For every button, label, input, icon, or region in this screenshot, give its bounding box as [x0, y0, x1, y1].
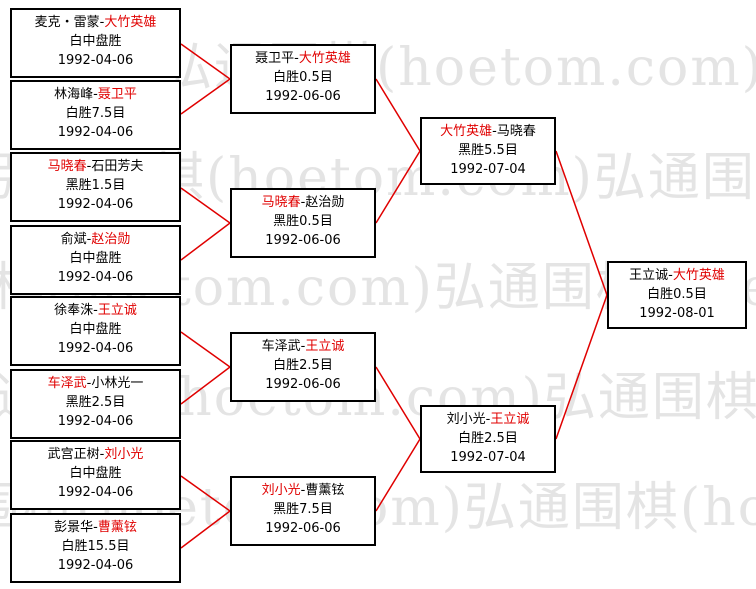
match-date: 1992-07-04 — [450, 162, 526, 177]
player-two: 聂卫平 — [97, 87, 137, 102]
player-two: 曹薰铉 — [97, 520, 137, 535]
match-date: 1992-04-06 — [57, 341, 134, 356]
match-date: 1992-06-06 — [265, 233, 341, 248]
player-one: 马晓春 — [47, 159, 87, 174]
match-result: 白中盘胜 — [69, 322, 122, 337]
match-box-r3-2: 刘小光-王立诚 白胜2.5目 1992-07-04 — [420, 405, 556, 473]
match-result: 白中盘胜 — [69, 34, 122, 49]
player-one: 大竹英雄 — [440, 124, 493, 139]
player-one: 车泽武 — [261, 339, 301, 354]
match-date: 1992-04-06 — [57, 125, 134, 140]
match-box-final: 王立诚-大竹英雄 白胜0.5目 1992-08-01 — [607, 261, 747, 329]
match-date: 1992-06-06 — [265, 521, 341, 536]
player-one: 聂卫平 — [255, 51, 295, 66]
match-box-r1-8: 彭景华-曹薰铉 白胜15.5目 1992-04-06 — [10, 513, 181, 583]
connector-line — [555, 150, 608, 440]
match-date: 1992-04-06 — [57, 485, 134, 500]
match-result: 黑胜5.5目 — [458, 143, 518, 158]
player-two: 赵治勋 — [305, 195, 345, 210]
match-date: 1992-04-06 — [57, 558, 134, 573]
match-result: 白胜0.5目 — [647, 287, 707, 302]
player-one: 林海峰 — [54, 87, 94, 102]
match-box-r2-4: 刘小光-曹薰铉 黑胜7.5目 1992-06-06 — [230, 476, 376, 546]
player-one: 麦克・雷蒙 — [34, 15, 100, 30]
match-result: 白中盘胜 — [69, 251, 122, 266]
match-date: 1992-06-06 — [265, 89, 341, 104]
match-result: 白胜2.5目 — [273, 358, 333, 373]
connector-line — [180, 43, 232, 115]
connector-line — [180, 187, 232, 261]
player-two: 赵治勋 — [91, 232, 131, 247]
match-date: 1992-04-06 — [57, 414, 134, 429]
player-two: 大竹英雄 — [104, 15, 157, 30]
match-result: 白中盘胜 — [69, 466, 122, 481]
match-box-r2-1: 聂卫平-大竹英雄 白胜0.5目 1992-06-06 — [230, 44, 376, 114]
match-box-r1-3: 马晓春-石田芳夫 黑胜1.5目 1992-04-06 — [10, 152, 181, 222]
player-one: 王立诚 — [629, 268, 669, 283]
match-box-r2-2: 马晓春-赵治勋 黑胜0.5目 1992-06-06 — [230, 188, 376, 258]
match-date: 1992-06-06 — [265, 377, 341, 392]
connector-line — [375, 366, 421, 512]
player-two: 大竹英雄 — [672, 268, 725, 283]
player-two: 王立诚 — [305, 339, 345, 354]
match-box-r1-2: 林海峰-聂卫平 白胜7.5目 1992-04-06 — [10, 80, 181, 150]
player-two: 刘小光 — [104, 447, 144, 462]
match-box-r1-6: 车泽武-小林光一 黑胜2.5目 1992-04-06 — [10, 369, 181, 439]
player-two: 王立诚 — [97, 303, 137, 318]
match-box-r1-4: 俞斌-赵治勋 白中盘胜 1992-04-06 — [10, 225, 181, 295]
player-two: 王立诚 — [490, 412, 530, 427]
match-box-r3-1: 大竹英雄-马晓春 黑胜5.5目 1992-07-04 — [420, 117, 556, 185]
match-box-r1-7: 武宫正树-刘小光 白中盘胜 1992-04-06 — [10, 440, 181, 510]
player-one: 刘小光 — [446, 412, 486, 427]
player-two: 大竹英雄 — [298, 51, 351, 66]
player-one: 刘小光 — [261, 483, 301, 498]
match-result: 白胜2.5目 — [458, 431, 518, 446]
player-one: 马晓春 — [261, 195, 301, 210]
match-date: 1992-08-01 — [639, 306, 715, 321]
connector-line — [180, 331, 232, 405]
player-one: 徐奉洙 — [54, 303, 94, 318]
player-two: 小林光一 — [91, 376, 144, 391]
connector-line — [180, 475, 232, 549]
match-result: 黑胜1.5目 — [65, 178, 126, 193]
match-result: 黑胜7.5目 — [273, 502, 333, 517]
match-date: 1992-07-04 — [450, 450, 526, 465]
match-result: 黑胜2.5目 — [65, 395, 126, 410]
player-two: 马晓春 — [496, 124, 536, 139]
match-box-r1-5: 徐奉洙-王立诚 白中盘胜 1992-04-06 — [10, 296, 181, 366]
player-one: 车泽武 — [47, 376, 87, 391]
connector-line — [375, 78, 421, 224]
match-box-r1-1: 麦克・雷蒙-大竹英雄 白中盘胜 1992-04-06 — [10, 8, 181, 78]
match-date: 1992-04-06 — [57, 270, 134, 285]
match-result: 白胜0.5目 — [273, 70, 333, 85]
match-box-r2-3: 车泽武-王立诚 白胜2.5目 1992-06-06 — [230, 332, 376, 402]
player-one: 武宫正树 — [47, 447, 100, 462]
player-two: 曹薰铉 — [305, 483, 345, 498]
match-result: 白胜15.5目 — [61, 539, 130, 554]
match-date: 1992-04-06 — [57, 53, 134, 68]
player-two: 石田芳夫 — [91, 159, 144, 174]
player-one: 彭景华 — [54, 520, 94, 535]
match-date: 1992-04-06 — [57, 197, 134, 212]
player-one: 俞斌 — [60, 232, 87, 247]
match-result: 白胜7.5目 — [65, 106, 126, 121]
match-result: 黑胜0.5目 — [273, 214, 333, 229]
